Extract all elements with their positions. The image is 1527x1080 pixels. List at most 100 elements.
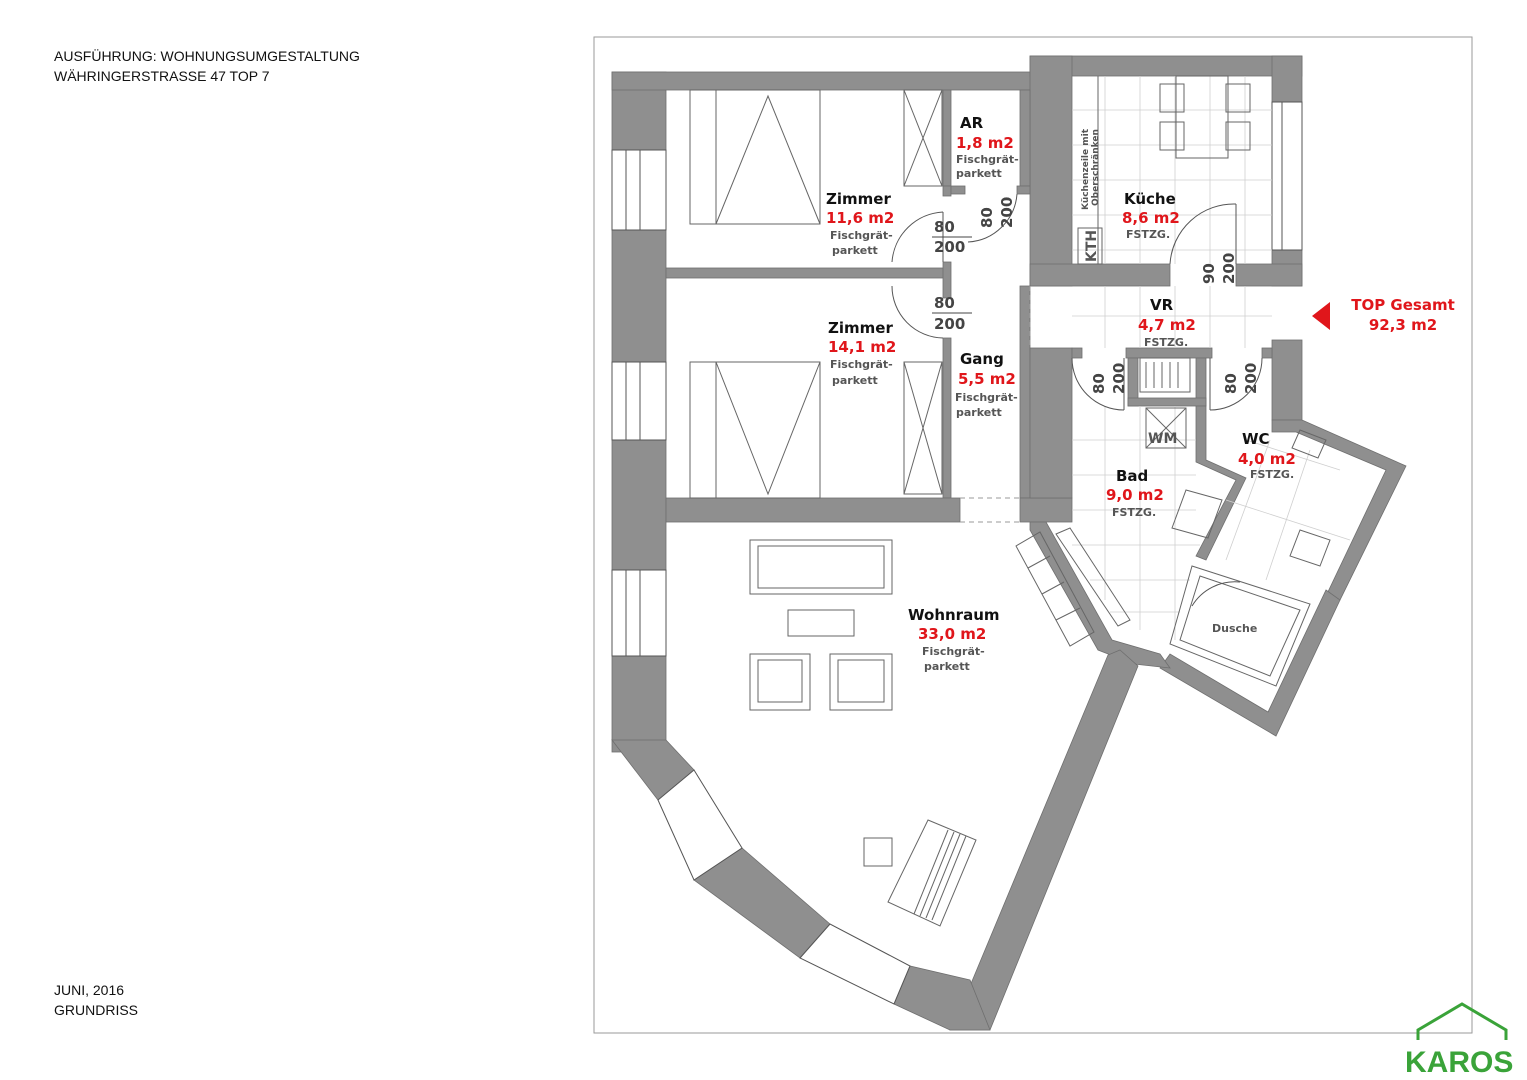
room-name: AR: [960, 114, 984, 132]
door-wc: [1209, 357, 1263, 411]
furniture: [689, 75, 1331, 927]
wall-zimmer-right-2: [942, 337, 952, 499]
total-value: 92,3 m2: [1369, 316, 1437, 334]
window-bay-1: [657, 769, 743, 881]
room-gang: Gang 5,5 m2 Fischgrät- parkett: [955, 350, 1018, 419]
kitchen-note-line1: Küchenzeile mit: [1081, 128, 1091, 210]
wall-dusche-outer: [1159, 589, 1341, 737]
wall-wc-top-stub: [1261, 347, 1273, 359]
room-area: 1,8 m2: [956, 134, 1014, 152]
window-kitchen: [1271, 101, 1303, 251]
room-wohnraum: Wohnraum 33,0 m2 Fischgrät- parkett: [908, 606, 1000, 673]
room-area: 8,6 m2: [1122, 209, 1180, 227]
wm-label: WM: [1148, 431, 1177, 447]
bed-2: [689, 361, 821, 499]
room-bad: Bad 9,0 m2 FSTZG.: [1106, 467, 1164, 519]
bad-cabinet: [1055, 527, 1131, 627]
room-floor: Fischgrät-: [830, 358, 893, 371]
door-width: 90: [1200, 263, 1218, 284]
door-width: 80: [934, 294, 955, 312]
wall-ar-right: [1019, 89, 1031, 187]
door-dim-4: 90 200: [1200, 253, 1238, 284]
door-zimmer2: [891, 285, 944, 339]
windows: [611, 101, 1303, 1005]
armchair-2: [829, 653, 893, 711]
room-name: Zimmer: [826, 190, 891, 208]
room-floor-2: parkett: [832, 374, 878, 387]
wardrobe-1: [903, 89, 943, 187]
logo-text: KAROS: [1405, 1046, 1513, 1079]
wall-bad-wc: [1195, 405, 1247, 561]
karos-logo: KAROS: [1405, 1002, 1513, 1079]
door-zimmer1: [891, 211, 944, 263]
room-floor-2: parkett: [956, 167, 1002, 180]
room-area: 11,6 m2: [826, 209, 894, 227]
window-1: [611, 149, 667, 231]
room-floor: Fischgrät-: [922, 645, 985, 658]
sofa: [749, 539, 893, 595]
room-area: 4,7 m2: [1138, 316, 1196, 334]
door-width: 80: [934, 218, 955, 236]
door-dimensions: 80 200 80 200 80 200 90 200 80 200 80 20…: [932, 197, 1260, 394]
kth-label: KTH: [1084, 230, 1100, 262]
door-swings: [891, 193, 1263, 607]
plan-type: GRUNDRISS: [54, 1002, 139, 1018]
room-area: 4,0 m2: [1238, 450, 1296, 468]
wall-zimmer-right-1: [942, 261, 952, 299]
wc-toilet: [1291, 429, 1327, 459]
total-label: TOP Gesamt: [1351, 296, 1455, 314]
vr-closet: [1139, 357, 1191, 393]
room-floor-2: parkett: [956, 406, 1002, 419]
room-floor: Fischgrät-: [830, 229, 893, 242]
room-kueche: Küche 8,6 m2 FSTZG.: [1122, 190, 1180, 241]
room-name: Wohnraum: [908, 606, 1000, 624]
kitchen-note: Küchenzeile mit Oberschränken: [1081, 128, 1101, 210]
wall-ar-left: [942, 89, 952, 187]
wc-sink: [1289, 529, 1331, 567]
wall-gang-bottom-right: [1019, 497, 1073, 523]
wall-bad-diagonal: [1029, 521, 1171, 669]
room-area: 9,0 m2: [1106, 486, 1164, 504]
dusche-label: Dusche: [1212, 622, 1257, 635]
room-name: VR: [1150, 296, 1174, 314]
kth-box: [1077, 227, 1103, 265]
door-width: 80: [978, 207, 996, 228]
door-height: 200: [934, 315, 965, 333]
plan-frame: [593, 36, 1473, 1034]
wall-ar-bottom-right: [1016, 185, 1031, 195]
room-area: 33,0 m2: [918, 625, 986, 643]
room-floor-2: parkett: [924, 660, 970, 673]
room-name: Bad: [1116, 467, 1148, 485]
room-floor: FSTZG.: [1144, 336, 1188, 349]
room-zimmer-1: Zimmer 11,6 m2 Fischgrät- parkett: [826, 190, 894, 257]
openings: [960, 286, 1031, 523]
door-height: 200: [1220, 253, 1238, 284]
door-dim-5: 80 200: [1090, 363, 1128, 394]
room-name: Gang: [960, 350, 1004, 368]
bed-1: [689, 89, 821, 225]
room-zimmer-2: Zimmer 14,1 m2 Fischgrät- parkett: [828, 319, 896, 387]
wall-zimmer-divider: [665, 267, 951, 279]
room-name: Zimmer: [828, 319, 893, 337]
wall-gang-right: [1019, 285, 1031, 499]
door-height: 200: [1242, 363, 1260, 394]
room-area: 5,5 m2: [958, 370, 1016, 388]
room-wc: WC 4,0 m2 FSTZG.: [1238, 430, 1296, 481]
wall-kitchen-top-right: [1271, 55, 1303, 103]
window-3: [611, 569, 667, 657]
total-arrow-icon: [1312, 302, 1330, 330]
project-address: WÄHRINGERSTRASSE 47 TOP 7: [54, 68, 270, 84]
shower: [1169, 565, 1311, 687]
wall-bad-top-stub: [1071, 347, 1083, 359]
door-height: 200: [1110, 363, 1128, 394]
door-dim-1: 80 200: [932, 218, 972, 256]
room-floor-2: parkett: [832, 244, 878, 257]
door-dim-3: 80 200: [932, 294, 972, 333]
tile-grid: [1072, 76, 1351, 640]
room-ar: AR 1,8 m2 Fischgrät- parkett: [956, 114, 1019, 180]
project-title: AUSFÜHRUNG: WOHNUNGSUMGESTALTUNG: [54, 48, 360, 64]
room-floor: FSTZG.: [1250, 468, 1294, 481]
kitchen-note-line2: Oberschränken: [1091, 129, 1101, 206]
door-dim-6: 80 200: [1222, 363, 1260, 394]
